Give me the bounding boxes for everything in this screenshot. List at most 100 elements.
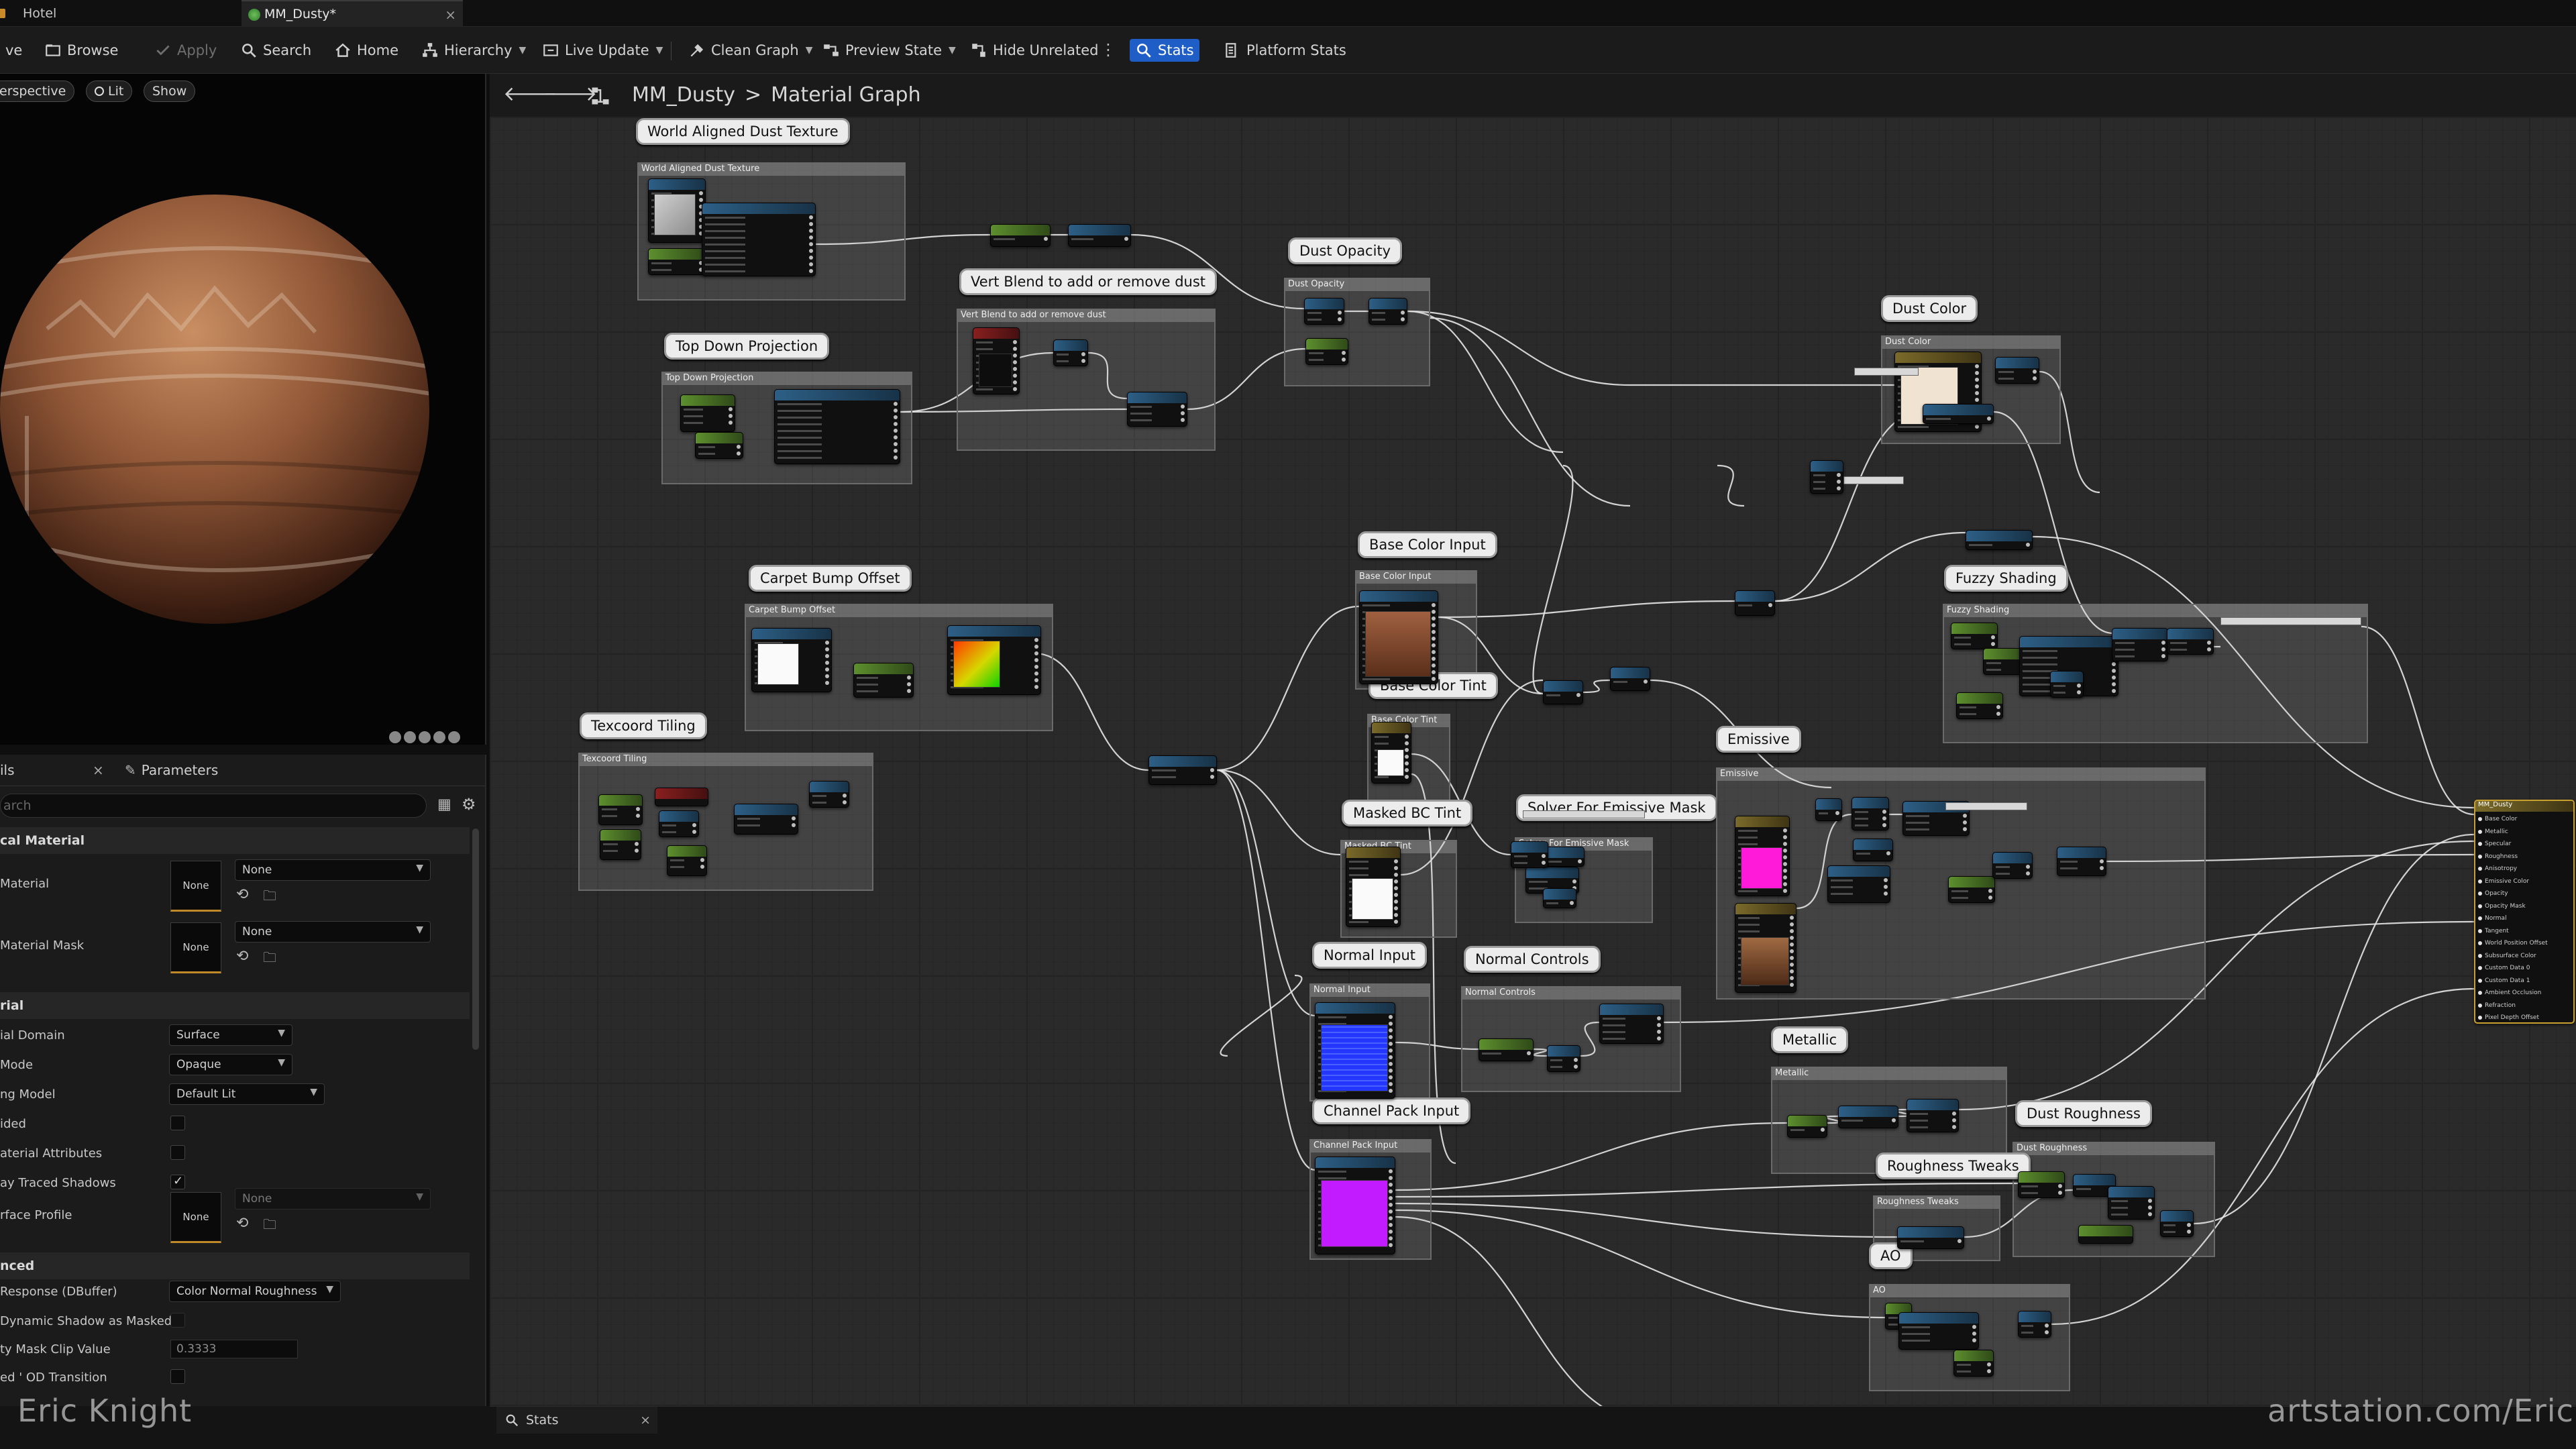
node-pin[interactable]: [1389, 1089, 1393, 1093]
forward-arrow-icon[interactable]: 🡒: [543, 83, 598, 106]
node-pin[interactable]: [1405, 741, 1409, 745]
node-pin[interactable]: [2112, 662, 2116, 666]
graph-node[interactable]: [1543, 680, 1583, 704]
node-wire[interactable]: [1438, 600, 1735, 619]
more-options-icon[interactable]: ⋮: [1100, 40, 1116, 59]
browse-button[interactable]: Browse: [39, 39, 123, 62]
node-pin[interactable]: [894, 449, 898, 453]
node-pin[interactable]: [699, 205, 703, 209]
comment-bubble-top-down-projection[interactable]: Top Down Projection: [664, 333, 830, 360]
node-pin[interactable]: [894, 442, 898, 446]
parameters-tab[interactable]: ✎ Parameters: [121, 755, 295, 786]
node-pin[interactable]: [2161, 647, 2165, 651]
graph-node[interactable]: [774, 389, 900, 464]
result-pin[interactable]: Custom Data 0: [2478, 965, 2530, 971]
node-pin[interactable]: [1884, 878, 1888, 882]
perspective-button[interactable]: erspective: [0, 80, 75, 102]
node-pin[interactable]: [1837, 480, 1841, 484]
graph-node[interactable]: [1148, 755, 1217, 785]
node-pin[interactable]: [1975, 398, 1979, 402]
node-pin[interactable]: [2187, 1230, 2191, 1234]
node-pin[interactable]: [1389, 1176, 1393, 1180]
node-pin[interactable]: [1044, 237, 1048, 241]
node-pin[interactable]: [1975, 384, 1979, 388]
node-pin[interactable]: [1034, 678, 1038, 682]
node-pin[interactable]: [1432, 610, 1436, 614]
apply-button[interactable]: Apply: [149, 39, 222, 62]
node-pin[interactable]: [2148, 1212, 2152, 1216]
node-pin[interactable]: [1394, 886, 1398, 890]
node-pin[interactable]: [1432, 643, 1436, 647]
node-pin[interactable]: [1790, 929, 1794, 933]
node-pin[interactable]: [2026, 543, 2030, 547]
graph-node[interactable]: [1838, 1106, 1898, 1128]
graph-node[interactable]: [973, 327, 1020, 394]
node-pin[interactable]: [1972, 1332, 1976, 1336]
node-pin[interactable]: [1389, 1196, 1393, 1200]
node-pin[interactable]: [1394, 900, 1398, 904]
node-wire[interactable]: [1395, 1122, 1788, 1191]
node-pin[interactable]: [1389, 1022, 1393, 1026]
node-wire[interactable]: [1395, 1216, 1664, 1406]
node-pin[interactable]: [1389, 1015, 1393, 1019]
node-pin[interactable]: [1768, 603, 1772, 607]
node-pin[interactable]: [1394, 913, 1398, 917]
node-pin[interactable]: [1389, 1236, 1393, 1240]
node-pin[interactable]: [1394, 893, 1398, 897]
node-pin[interactable]: [825, 667, 829, 672]
node-pin[interactable]: [1884, 885, 1888, 889]
node-pin[interactable]: [1952, 1118, 1956, 1122]
node-pin[interactable]: [2112, 689, 2116, 693]
node-pin[interactable]: [1570, 901, 1574, 905]
node-pin[interactable]: [1988, 889, 1992, 893]
node-pin[interactable]: [699, 231, 703, 235]
node-pin[interactable]: [1389, 1082, 1393, 1086]
node-pin[interactable]: [1389, 1169, 1393, 1173]
graph-node[interactable]: [2112, 628, 2168, 661]
node-pin[interactable]: [894, 409, 898, 413]
node-pin[interactable]: [907, 682, 911, 686]
node-pin[interactable]: [2148, 1199, 2152, 1203]
result-pin[interactable]: Tangent: [2478, 928, 2509, 934]
node-pin[interactable]: [699, 211, 703, 215]
node-pin[interactable]: [636, 814, 640, 818]
node-pin[interactable]: [1432, 603, 1436, 607]
result-pin[interactable]: Roughness: [2478, 853, 2518, 860]
graph-node[interactable]: [1547, 1045, 1580, 1072]
node-pin[interactable]: [1405, 735, 1409, 739]
graph-node[interactable]: [1735, 816, 1790, 896]
result-pin[interactable]: Base Color: [2478, 816, 2517, 822]
graph-node[interactable]: [1479, 1038, 1534, 1061]
tab-hotel[interactable]: Hotel: [0, 0, 241, 27]
graph-node[interactable]: [1315, 1002, 1395, 1099]
graph-node[interactable]: [1815, 798, 1842, 821]
graph-node[interactable]: [1610, 667, 1650, 691]
node-pin[interactable]: [1034, 685, 1038, 689]
surface-profile-thumbnail[interactable]: None: [170, 1192, 221, 1243]
two-sided-checkbox[interactable]: [170, 1116, 185, 1130]
back-arrow-icon[interactable]: 🡐: [503, 83, 557, 106]
node-pin[interactable]: [1963, 814, 1967, 818]
graph-node[interactable]: [1827, 865, 1890, 903]
node-pin[interactable]: [1783, 862, 1787, 866]
comment-bubble-base-color-input[interactable]: Base Color Input: [1358, 531, 1497, 558]
node-pin[interactable]: [2161, 641, 2165, 645]
node-pin[interactable]: [1405, 775, 1409, 779]
graph-node[interactable]: [1735, 903, 1796, 993]
lod-transition-checkbox[interactable]: [170, 1369, 185, 1384]
node-pin[interactable]: [1975, 364, 1979, 368]
comment-bubble-texcoord-tiling[interactable]: Texcoord Tiling: [580, 712, 707, 739]
node-pin[interactable]: [1972, 1325, 1976, 1329]
node-pin[interactable]: [2187, 1223, 2191, 1227]
node-pin[interactable]: [2148, 1205, 2152, 1210]
result-pin[interactable]: Subsurface Color: [2478, 953, 2536, 959]
graph-node[interactable]: [655, 788, 708, 806]
node-pin[interactable]: [809, 256, 813, 260]
node-wire[interactable]: [1216, 605, 1360, 771]
node-pin[interactable]: [1963, 827, 1967, 831]
dynamic-shadow-checkbox[interactable]: [170, 1313, 185, 1328]
phys-material-mask-combo[interactable]: None▼: [235, 921, 431, 943]
graph-node[interactable]: [1953, 1350, 1994, 1377]
node-pin[interactable]: [1886, 851, 1890, 855]
